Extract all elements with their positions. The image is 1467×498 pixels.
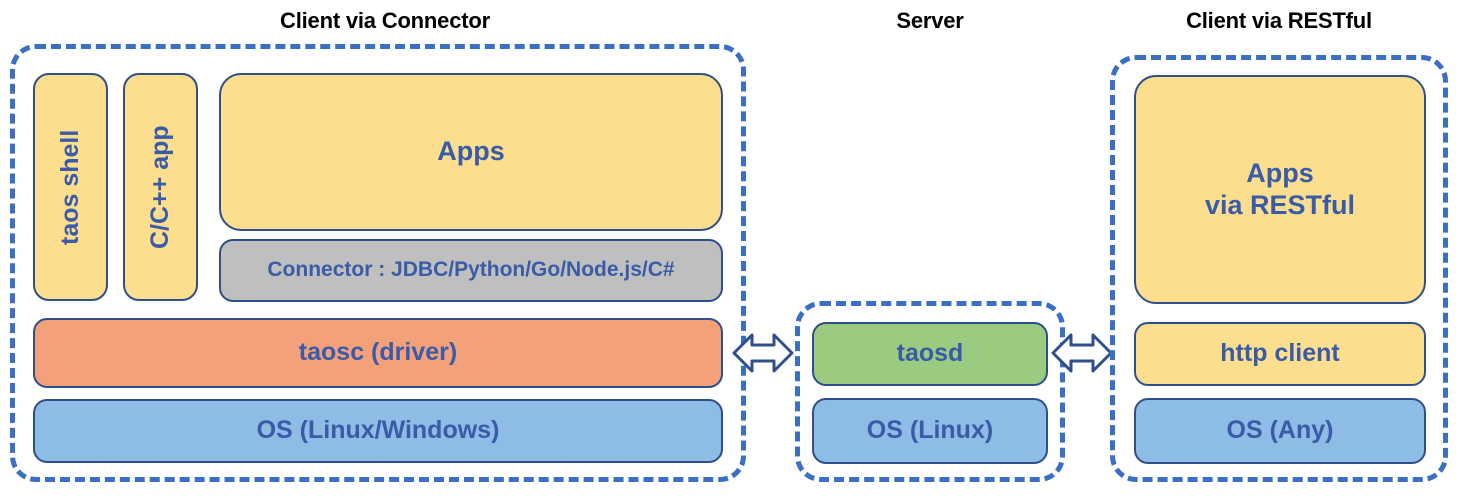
box-taosc-driver[interactable]: taosc (driver) xyxy=(33,318,723,388)
box-taosd[interactable]: taosd xyxy=(812,322,1048,386)
box-http-client[interactable]: http client xyxy=(1134,322,1426,386)
box-apps[interactable]: Apps xyxy=(219,73,723,231)
arrow-client-connector-to-server xyxy=(732,325,794,381)
apps-restful-line-2: via RESTful xyxy=(1204,189,1356,220)
box-apps-via-restful[interactable]: Apps via RESTful xyxy=(1134,75,1426,304)
title-client-via-connector: Client via Connector xyxy=(280,8,490,33)
box-os-linux-windows[interactable]: OS (Linux/Windows) xyxy=(33,399,723,463)
arrow-server-to-client-restful xyxy=(1051,325,1113,381)
box-taos-shell[interactable]: taos shell xyxy=(33,73,108,301)
group-server xyxy=(795,301,1065,482)
box-c-cpp-app[interactable]: C/C++ app xyxy=(123,73,198,301)
group-client-via-restful xyxy=(1110,55,1448,482)
box-os-any[interactable]: OS (Any) xyxy=(1134,398,1426,464)
title-client-via-restful: Client via RESTful xyxy=(1186,8,1372,33)
apps-restful-line-1: Apps xyxy=(1246,157,1314,188)
title-server: Server xyxy=(896,8,964,33)
group-client-via-connector xyxy=(10,44,746,482)
box-os-linux[interactable]: OS (Linux) xyxy=(812,398,1048,464)
box-connector[interactable]: Connector : JDBC/Python/Go/Node.js/C# xyxy=(219,239,723,302)
